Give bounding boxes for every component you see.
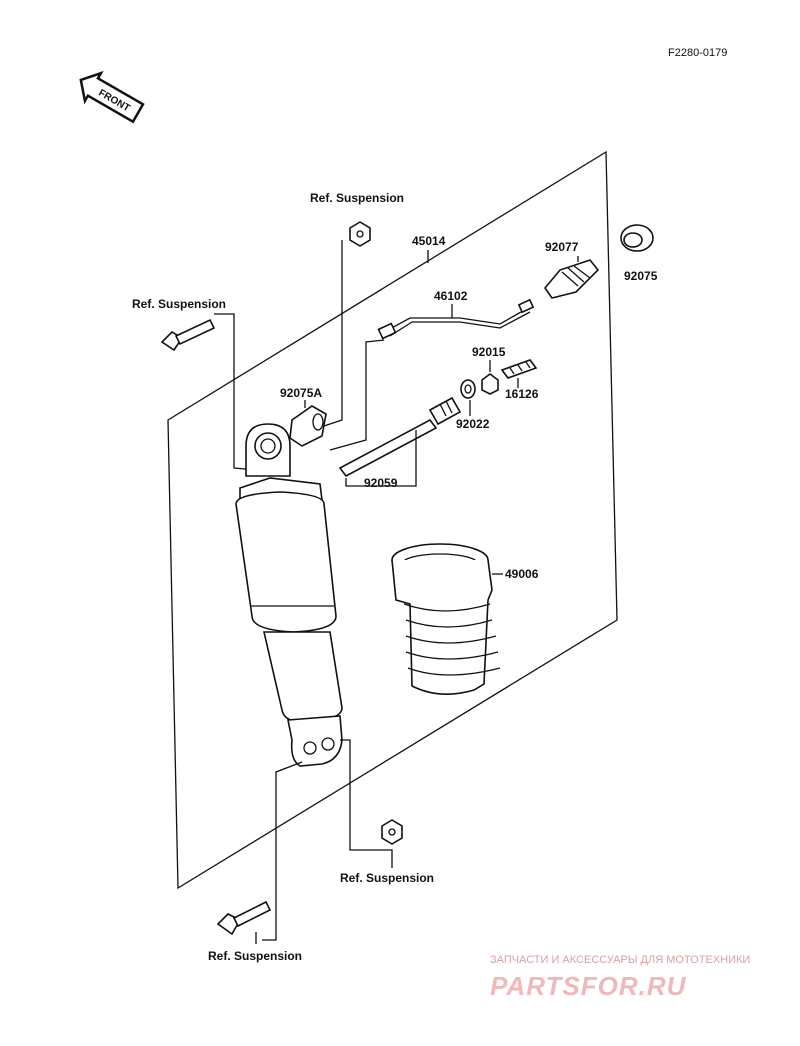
label-92077: 92077 <box>545 240 579 254</box>
label-92075: 92075 <box>624 269 658 283</box>
ref-bolt-left <box>160 318 216 352</box>
front-arrow-icon: FRONT <box>79 70 145 124</box>
watermark-tagline: ЗАПЧАСТИ И АКСЕССУАРЫ ДЛЯ МОТОТЕХНИКИ <box>490 954 750 966</box>
ref-nut-top <box>349 221 371 247</box>
part-16126-fitting <box>500 359 538 379</box>
ref-nut-bottom <box>381 819 403 845</box>
assembly-frame <box>167 150 618 890</box>
label-ref-suspension-bottom-right: Ref. Suspension <box>340 871 434 885</box>
part-92059-valve <box>338 396 462 478</box>
label-92015: 92015 <box>472 345 506 359</box>
part-49006-boot <box>391 543 501 695</box>
part-92022-washer <box>460 379 476 399</box>
part-92077-fitting <box>543 259 600 299</box>
label-45014: 45014 <box>412 234 446 248</box>
part-92075a-bushing <box>289 405 327 447</box>
watermark-brand: PARTSFOR.RU <box>490 971 687 1001</box>
label-16126: 16126 <box>505 387 539 401</box>
label-92059: 92059 <box>364 476 398 490</box>
label-49006: 49006 <box>505 567 539 581</box>
drawing-code: F2280-0179 <box>668 47 727 59</box>
part-92075-grommet <box>620 224 654 252</box>
label-92075a: 92075A <box>280 386 322 400</box>
shock-absorber <box>235 423 343 767</box>
ref-bolt-bottom <box>216 900 272 936</box>
part-92015-nut <box>481 373 499 395</box>
part-46102-pipe <box>377 298 535 340</box>
label-92022: 92022 <box>456 417 490 431</box>
label-ref-suspension-top: Ref. Suspension <box>310 191 404 205</box>
label-46102: 46102 <box>434 289 468 303</box>
label-ref-suspension-left: Ref. Suspension <box>132 297 226 311</box>
label-ref-suspension-bottom-left: Ref. Suspension <box>208 949 302 963</box>
